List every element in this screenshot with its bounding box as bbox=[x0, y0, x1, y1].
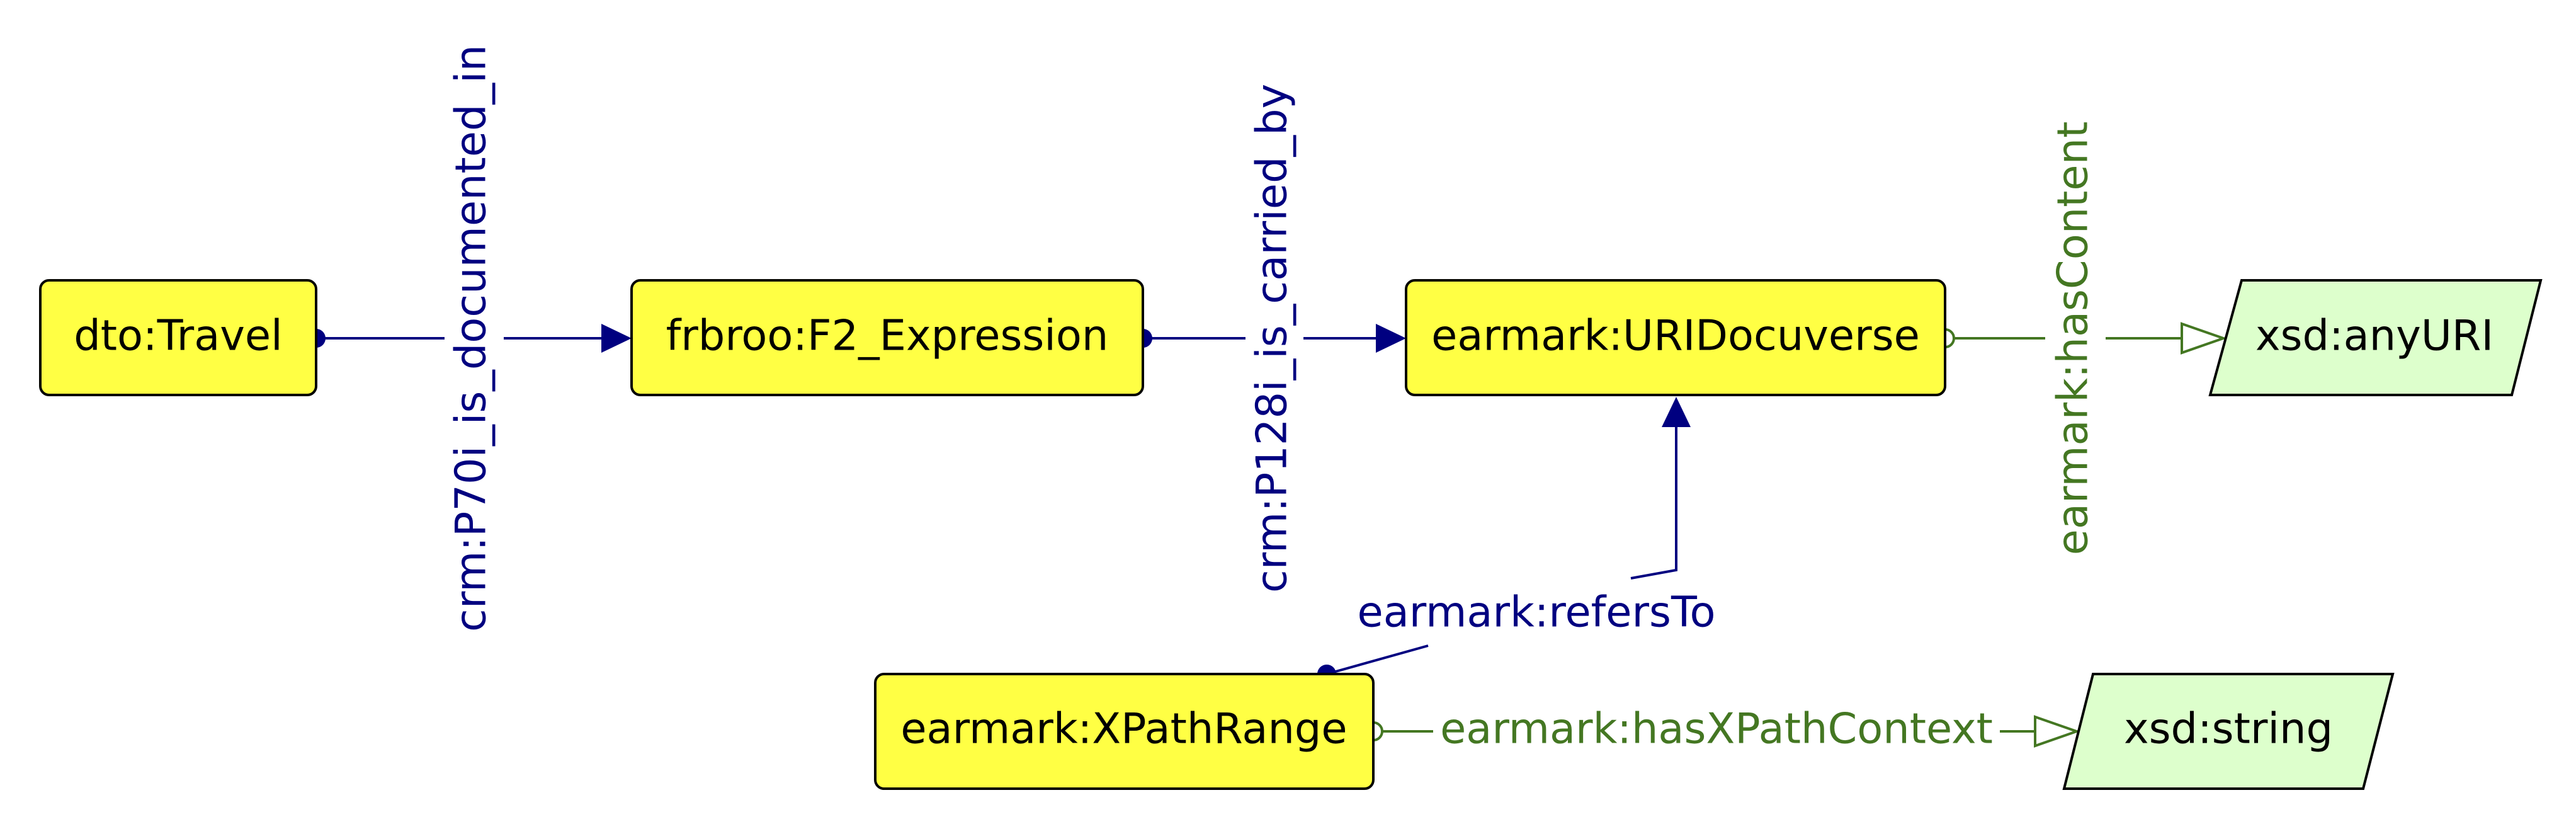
edge-documented-in: crm:P70i_is_documented_in bbox=[307, 45, 632, 632]
edge-has-xpath-context: earmark:hasXPathContext bbox=[1363, 704, 2081, 753]
node-label: earmark:XPathRange bbox=[900, 704, 1347, 753]
edge-label-carried-by: crm:P128i_is_carried_by bbox=[1247, 84, 1297, 593]
literal-parallelogram bbox=[2062, 673, 2395, 790]
edge-arrowhead bbox=[2181, 322, 2228, 355]
class-box bbox=[1405, 279, 1946, 396]
node-label: xsd:string bbox=[2124, 704, 2333, 753]
edge-has-content: earmark:hasContent bbox=[1935, 122, 2228, 556]
class-box bbox=[874, 673, 1375, 790]
edge-label-has-content: earmark:hasContent bbox=[2048, 122, 2097, 556]
node-label: xsd:anyURI bbox=[2255, 311, 2494, 360]
node-label: earmark:URIDocuverse bbox=[1431, 311, 1920, 360]
node-xsd-string: xsd:string bbox=[2062, 673, 2395, 790]
edge-arrowhead bbox=[1662, 397, 1691, 427]
edge-arrowhead bbox=[2034, 715, 2081, 748]
edge-arrowhead bbox=[1376, 324, 1406, 353]
node-dto-travel: dto:Travel bbox=[39, 279, 317, 396]
edge-carried-by: crm:P128i_is_carried_by bbox=[1133, 84, 1406, 593]
node-earmark-uridocuverse: earmark:URIDocuverse bbox=[1405, 279, 1946, 396]
node-label: dto:Travel bbox=[74, 311, 283, 360]
node-frbroo-f2-expression: frbroo:F2_Expression bbox=[630, 279, 1144, 396]
edge-label-has-xpath-context: earmark:hasXPathContext bbox=[1440, 704, 1993, 753]
edge-refers-to: earmark:refersTo bbox=[1317, 397, 1715, 683]
literal-parallelogram bbox=[2208, 279, 2543, 396]
edge-line bbox=[1326, 644, 1429, 675]
edge-label-refers-to: earmark:refersTo bbox=[1358, 588, 1716, 637]
edge-arrowhead bbox=[601, 324, 632, 353]
edge-label-documented-in: crm:P70i_is_documented_in bbox=[446, 45, 496, 632]
node-xsd-anyuri: xsd:anyURI bbox=[2208, 279, 2543, 396]
node-label: frbroo:F2_Expression bbox=[666, 311, 1109, 360]
class-box bbox=[39, 279, 317, 396]
node-earmark-xpathrange: earmark:XPathRange bbox=[874, 673, 1375, 790]
class-box bbox=[630, 279, 1144, 396]
edge-line bbox=[1630, 425, 1677, 580]
